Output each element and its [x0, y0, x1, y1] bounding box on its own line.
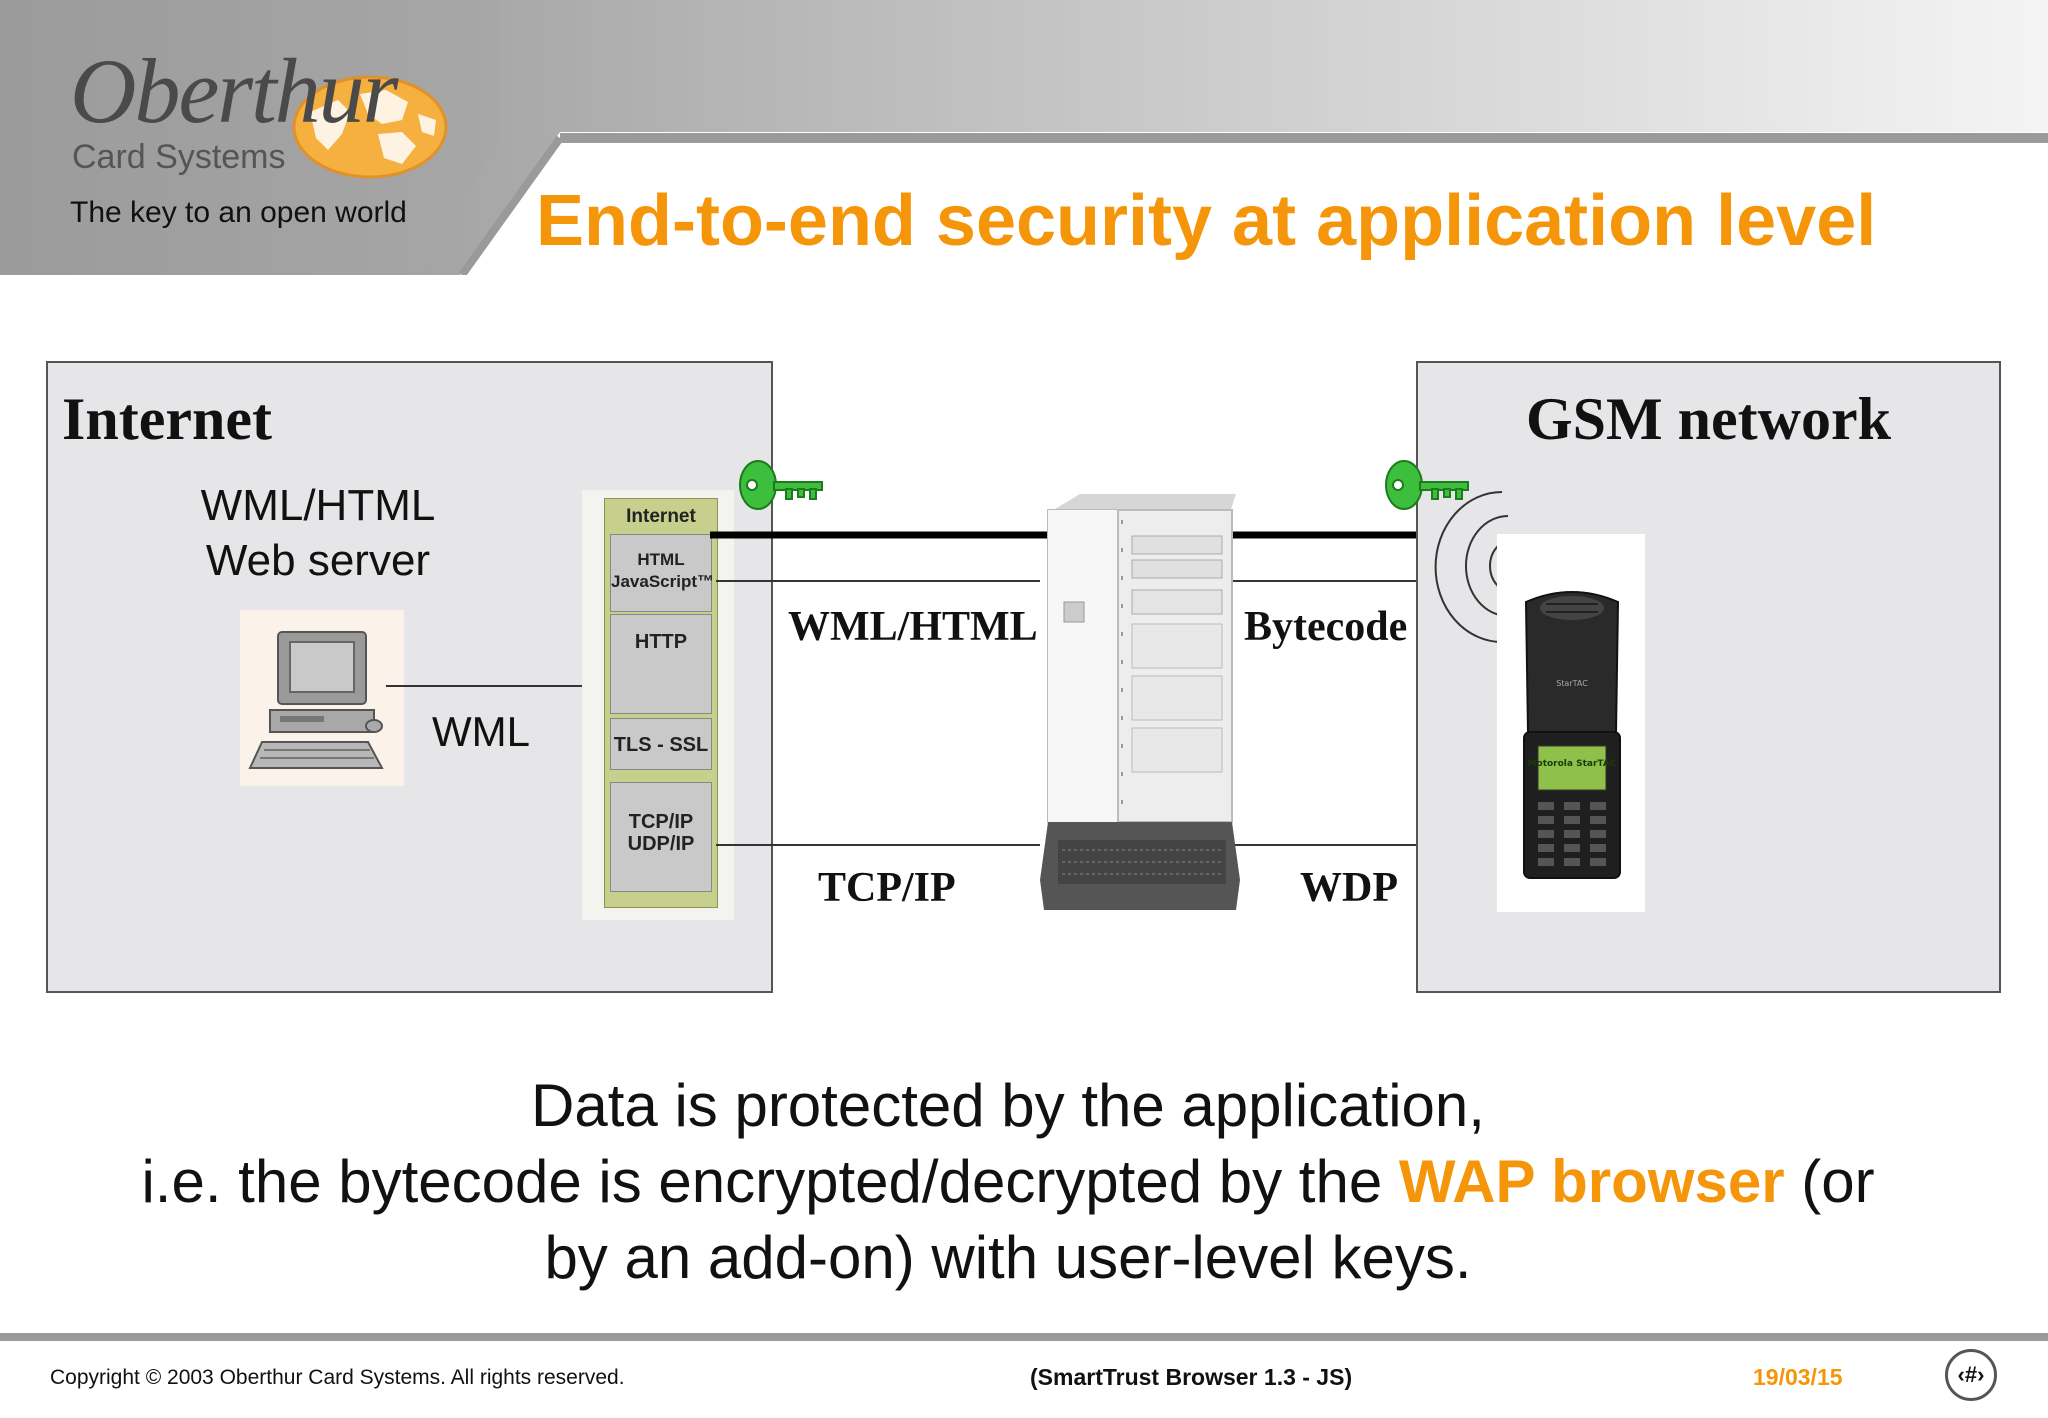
gateway-right-bottom-label: WDP: [1300, 865, 1398, 911]
copyright-notice: Copyright © 2003 Oberthur Card Systems. …: [50, 1366, 625, 1389]
body-line-1: Data is protected by the application,: [531, 1072, 1485, 1139]
web-server-label: WML/HTML Web server: [200, 481, 436, 585]
body-line-2: i.e. the bytecode is encrypted/decrypted…: [40, 1144, 1976, 1220]
tagline: The key to an open world: [70, 196, 407, 229]
stack-layer-html: HTML JavaScript™: [610, 534, 714, 612]
footer-document-title: (SmartTrust Browser 1.3 - JS): [1030, 1364, 1353, 1390]
stack-layer-http: HTTP: [610, 614, 712, 714]
internet-zone-title: Internet: [62, 386, 272, 452]
mobile-phone-icon: StarTAC Motorola StarTAC: [1523, 591, 1621, 879]
logo-wordmark: Oberthur: [70, 40, 398, 142]
body-text: Data is protected by the application, i.…: [40, 1068, 1976, 1296]
protocol-stack: Internet HTML JavaScript™ HTTP TLS - SSL…: [582, 490, 734, 920]
gateway-server-icon: [1040, 494, 1240, 910]
gateway-left-bottom-label: TCP/IP: [818, 865, 956, 911]
wml-connector-line: [386, 685, 604, 687]
body-line-2-start: i.e. the bytecode is encrypted/decrypted…: [141, 1148, 1399, 1215]
stack-layer-tls: TLS - SSL: [610, 718, 712, 770]
gsm-zone-title: GSM network: [1526, 386, 1891, 452]
footer-divider: [0, 1333, 2048, 1341]
key-icon: [739, 460, 823, 510]
page-number-badge: ‹#›: [1945, 1349, 1997, 1401]
gateway-left-top-label: WML/HTML: [788, 604, 1038, 650]
gateway-right-top-label: Bytecode: [1244, 604, 1408, 650]
page-title: End-to-end security at application level: [536, 181, 1877, 261]
phone-screen: Motorola StarTAC: [1528, 759, 1617, 769]
logo-subtitle: Card Systems: [72, 138, 286, 176]
stack-header: Internet: [610, 502, 712, 532]
logo-globe-icon: [292, 75, 448, 179]
wap-browser-highlight: WAP browser: [1398, 1148, 1785, 1215]
key-icon: [1385, 460, 1469, 510]
phone-brand: StarTAC: [1556, 679, 1588, 688]
body-line-2-end: (or: [1784, 1148, 1875, 1215]
footer-date: 19/03/15: [1753, 1364, 1843, 1390]
wml-link-label: WML: [432, 708, 530, 755]
desktop-computer-icon: [240, 610, 404, 786]
header-background: [0, 0, 2048, 275]
body-line-3: by an add-on) with user-level keys.: [544, 1224, 1472, 1291]
stack-layer-tcpip: TCP/IP UDP/IP: [610, 782, 712, 892]
